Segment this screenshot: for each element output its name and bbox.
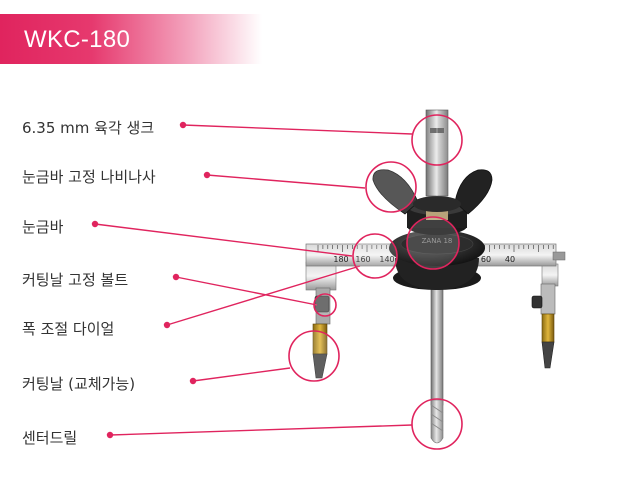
scale-mark: 40 [505,255,515,264]
hex-shank [425,109,449,197]
label-blade-bolt: 커팅날 고정 볼트 [22,271,129,289]
callout-dot [91,220,99,228]
callout-dots [91,121,211,439]
callout-circles [288,114,463,450]
highlight-cutting-blade [288,330,340,382]
right-blade-holder [531,263,559,369]
scale-mark: 160 [355,255,370,264]
dial-brand-text: ZANA 18 [422,237,453,245]
callout-dot [106,431,114,439]
wing-nut [372,169,493,215]
label-hex-shank: 6.35 mm 육각 생크 [22,119,155,137]
scale-mark: 140 [379,255,394,264]
callout-dot [172,273,180,281]
highlight-wing-nut [365,161,417,213]
highlight-width-dial [406,216,460,270]
callout-dot [203,171,211,179]
label-width-dial: 폭 조절 다이얼 [22,320,115,338]
callout-dot [189,377,197,385]
label-scale-bar: 눈금바 [22,218,64,236]
scale-mark: 180 [333,255,348,264]
callout-lines [94,124,413,436]
highlight-blade-bolt [313,293,337,317]
highlight-hex-shank [411,114,463,166]
callout-dot [179,121,187,129]
callout-dot [163,321,171,329]
label-wing-nut: 눈금바 고정 나비나사 [22,168,156,186]
label-center-drill: 센터드릴 [22,429,78,447]
highlight-scale-bar [352,233,398,279]
scale-mark: 60 [481,255,491,264]
label-cutting-blade: 커팅날 (교체가능) [22,375,136,393]
model-banner: WKC-180 [0,14,262,64]
highlight-center-drill [411,398,463,450]
model-title: WKC-180 [24,26,131,53]
